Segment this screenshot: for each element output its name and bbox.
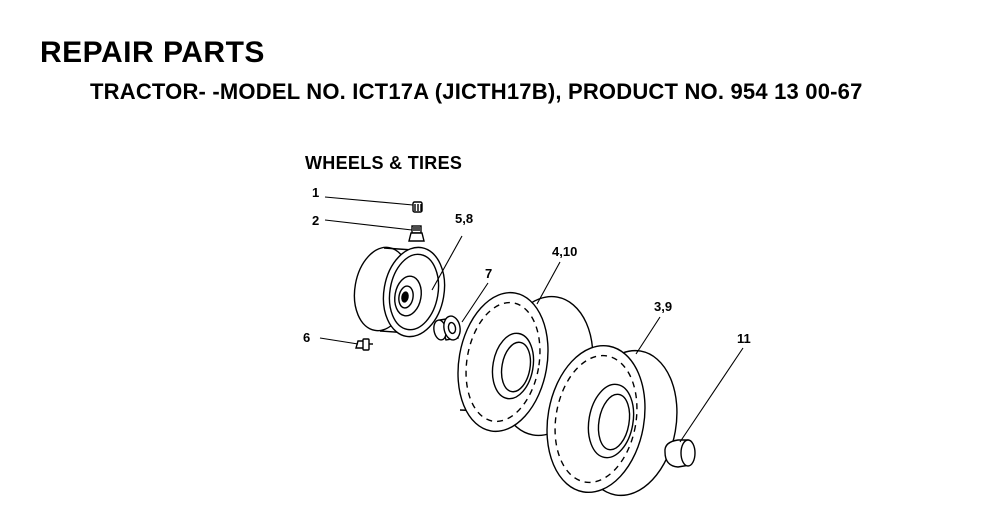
valve-stem — [408, 225, 425, 242]
callout-7: 7 — [485, 266, 492, 281]
rear-tire — [546, 344, 678, 497]
callout-2: 2 — [312, 213, 319, 228]
grease-fitting — [355, 338, 373, 351]
callout-1: 1 — [312, 185, 319, 200]
callout-5-8: 5,8 — [455, 211, 473, 226]
wheel-rim — [353, 246, 446, 338]
valve-cap — [412, 201, 423, 213]
callout-6: 6 — [303, 330, 310, 345]
callout-11: 11 — [737, 331, 751, 346]
model-subtitle: TRACTOR- -MODEL NO. ICT17A (JICTH17B), P… — [90, 79, 863, 104]
section-heading: WHEELS & TIRES — [305, 153, 463, 173]
page-title: REPAIR PARTS — [40, 36, 265, 69]
leader-lines — [319, 196, 744, 443]
callout-3-9: 3,9 — [654, 299, 672, 314]
callout-4-10: 4,10 — [552, 244, 577, 259]
bushing — [433, 315, 461, 341]
hub-cap — [664, 439, 696, 468]
